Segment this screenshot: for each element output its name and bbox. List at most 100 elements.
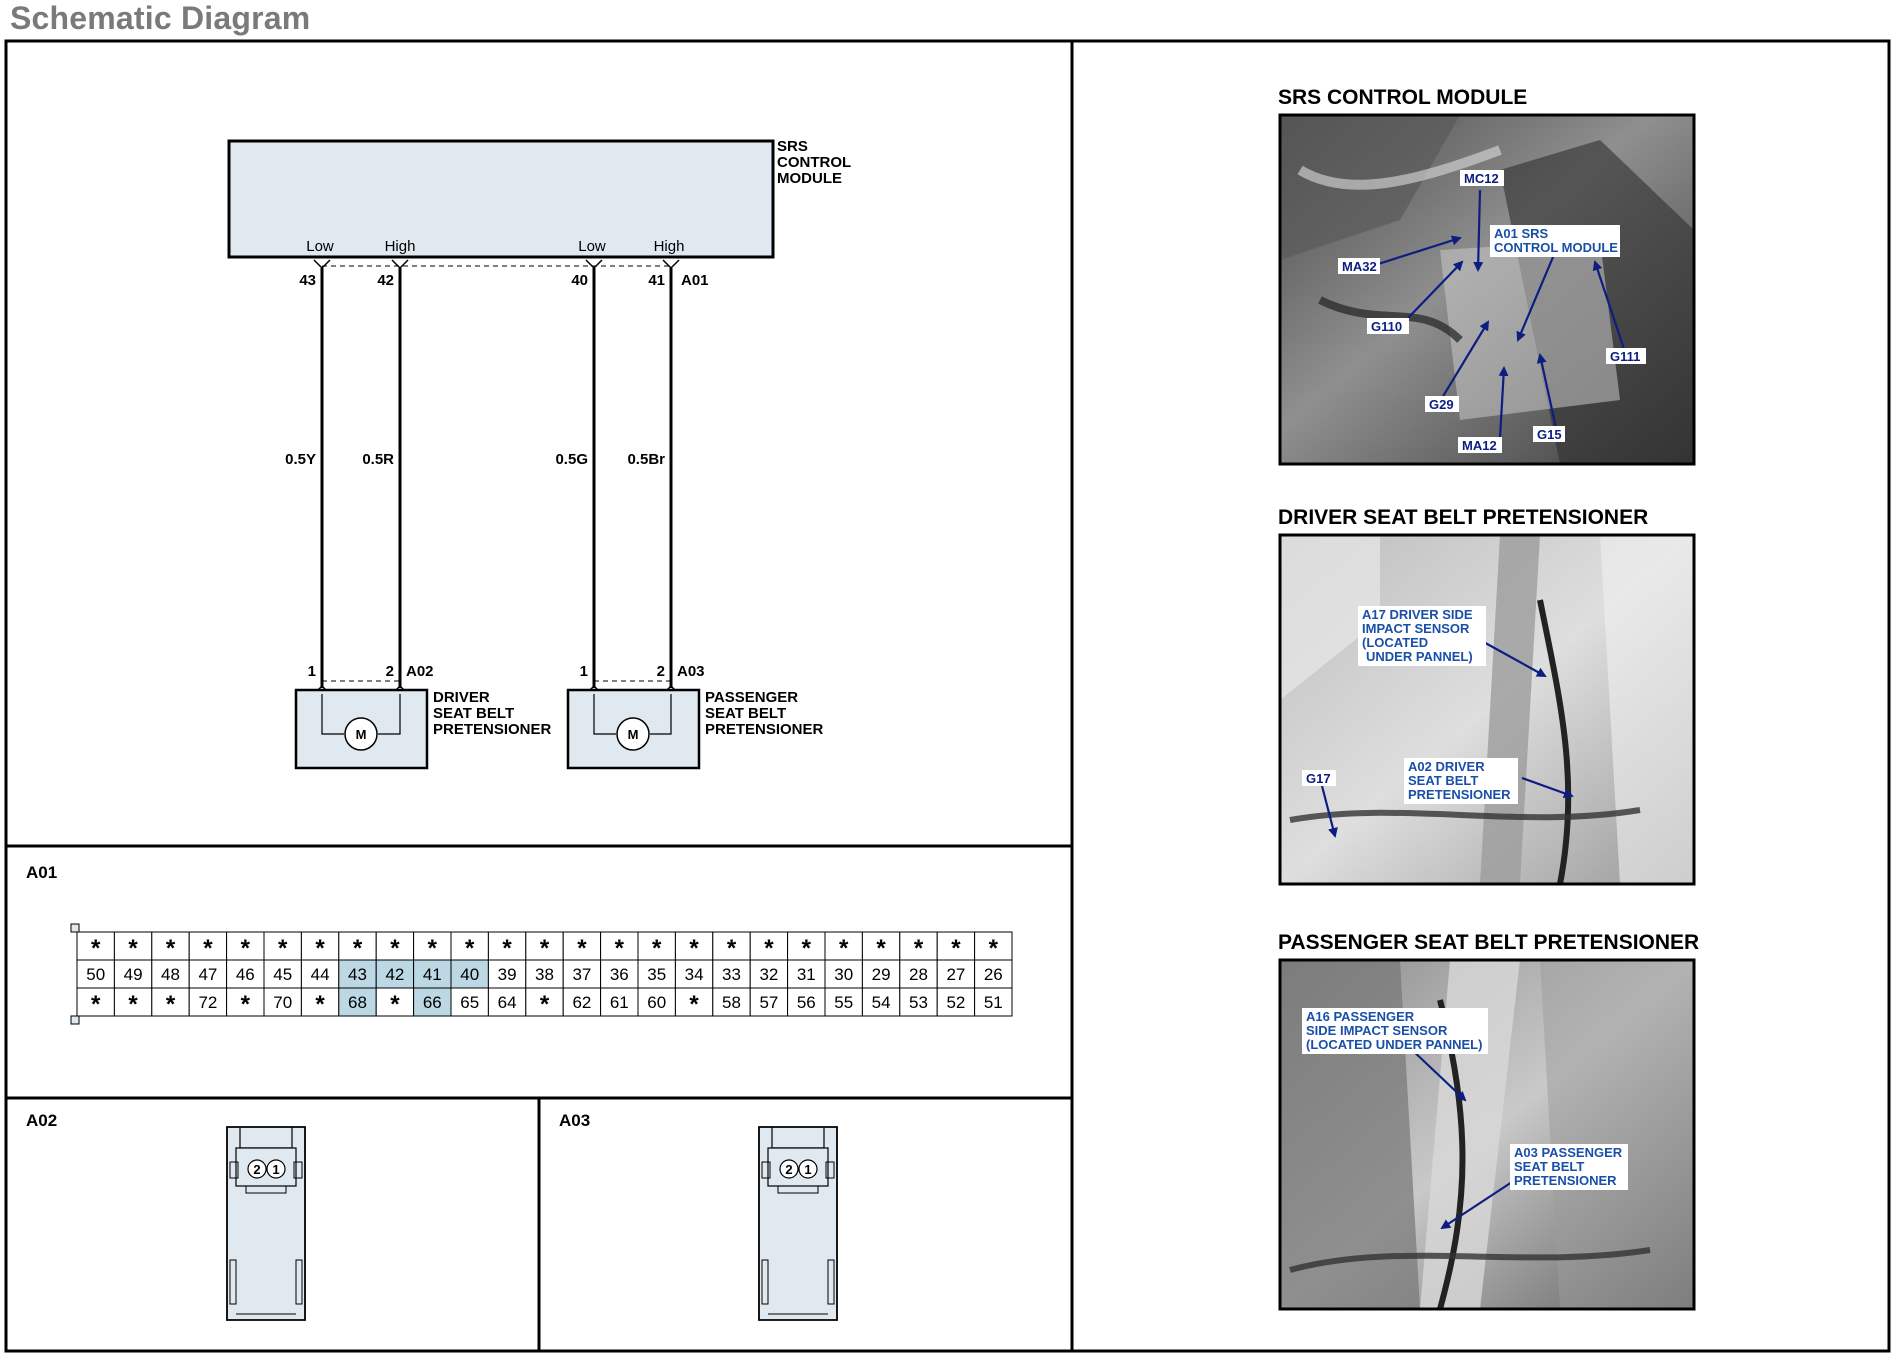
a01-pin-label: 49 (124, 965, 143, 984)
a01-pin-cell (338, 987, 377, 1017)
driver-motor-symbol: M (356, 727, 367, 742)
a01-pin-label: 48 (161, 965, 180, 984)
a01-pin-label: 52 (946, 993, 965, 1012)
a01-pin-label: 33 (722, 965, 741, 984)
passenger-motor-icon (616, 717, 650, 751)
driver-label-line2: SEAT BELT (433, 705, 514, 722)
callout-g15: G15 (1537, 427, 1562, 442)
a01-pin-cell (413, 931, 452, 961)
callout-a17-line4: UNDER PANNEL) (1366, 649, 1473, 664)
a01-pin-label: 62 (572, 993, 591, 1012)
a01-pin-label: 45 (273, 965, 292, 984)
a03-connector-face (758, 1126, 838, 1321)
callout-control-module: CONTROL MODULE (1494, 240, 1618, 255)
a01-pin-label: * (989, 935, 999, 962)
a01-pin-cell (899, 987, 938, 1017)
callout-a17-line2: IMPACT SENSOR (1362, 621, 1470, 636)
a02-connector-face (226, 1126, 306, 1321)
a01-pin-label: 58 (722, 993, 741, 1012)
a03-face-pin-1: 1 (804, 1162, 811, 1177)
callout-g29: G29 (1429, 397, 1454, 412)
a01-pin-label: * (689, 935, 699, 962)
callout-a16-line2: SIDE IMPACT SENSOR (1306, 1023, 1448, 1038)
a01-pin-label: * (353, 935, 363, 962)
a02-pin-2: 2 (386, 663, 394, 680)
a01-pin-cell (525, 931, 564, 961)
a01-pin-label: 72 (198, 993, 217, 1012)
terminal-42-arrow (391, 259, 409, 270)
a01-pin-cell (712, 987, 751, 1017)
pin-number-43: 43 (299, 272, 316, 289)
photo-passenger-callouts (1409, 1047, 1513, 1230)
a01-pin-label: * (802, 935, 812, 962)
a01-pin-label: * (390, 991, 400, 1018)
photo-driver-labels: A17 DRIVER SIDE IMPACT SENSOR (LOCATED U… (1302, 606, 1518, 804)
terminal-41-arrow (662, 259, 680, 270)
a01-pin-label: 36 (610, 965, 629, 984)
a01-pin-cell (824, 987, 863, 1017)
terminal-43-arrow (313, 259, 331, 270)
a01-pin-label: 70 (273, 993, 292, 1012)
driver-label-line3: PRETENSIONER (433, 721, 552, 738)
a01-pin-label: * (615, 935, 625, 962)
a01-pin-label: 28 (909, 965, 928, 984)
a01-pin-label: 61 (610, 993, 629, 1012)
srs-module-box (227, 139, 775, 259)
callout-mc12: MC12 (1464, 171, 1499, 186)
a01-pin-label: 47 (198, 965, 217, 984)
a01-pin-cell (300, 987, 340, 1017)
a01-pin-cell (113, 931, 153, 961)
a01-pin-cell (936, 987, 976, 1017)
pin-number-42: 42 (377, 272, 394, 289)
a01-pin-label: * (241, 991, 251, 1018)
photo-srs-module-labels: MC12 A01 SRS CONTROL MODULE MA32 G110 G1… (1338, 170, 1646, 453)
a01-pin-label: 39 (498, 965, 517, 984)
callout-a01-srs: A01 SRS (1494, 226, 1549, 241)
a01-pin-cell (450, 987, 489, 1017)
a01-pin-label: 38 (535, 965, 554, 984)
a01-pin-label: * (315, 991, 325, 1018)
a01-grid-tab (70, 923, 80, 933)
pin-level-41: High (654, 238, 685, 255)
callout-ma32: MA32 (1342, 259, 1377, 274)
callout-a03-line3: PRETENSIONER (1514, 1173, 1617, 1188)
a01-pin-label: * (914, 935, 924, 962)
callout-a17-line1: A17 DRIVER SIDE (1362, 607, 1473, 622)
a01-pin-cell (899, 959, 938, 989)
wire-label-43: 0.5Y (285, 451, 316, 468)
a01-pin-label: 43 (348, 965, 367, 984)
callout-ma12: MA12 (1462, 438, 1497, 453)
pin-level-40: Low (578, 238, 606, 255)
a01-pin-label: 60 (647, 993, 666, 1012)
a01-pin-cell (375, 987, 415, 1017)
passenger-label-line3: PRETENSIONER (705, 721, 824, 738)
a01-pin-label: 65 (460, 993, 479, 1012)
photo-srs-module-callouts (1374, 189, 1627, 439)
a01-grid-tab (70, 1015, 80, 1025)
a03-pin-1: 1 (580, 663, 588, 680)
a01-pin-cell (413, 987, 452, 1017)
a01-pin-label: 41 (423, 965, 442, 984)
a01-pin-label: 44 (311, 965, 330, 984)
a01-pin-label: * (727, 935, 737, 962)
wire-label-42: 0.5R (362, 451, 394, 468)
pin-level-43: Low (306, 238, 334, 255)
photo-title-passenger-pretensioner: PASSENGER SEAT BELT PRETENSIONER (1278, 931, 1699, 954)
a03-face-pin-2: 2 (785, 1162, 792, 1177)
a01-pin-cell (974, 959, 1013, 989)
a01-pin-label: * (689, 991, 699, 1018)
page-title: Schematic Diagram (10, 0, 311, 36)
a01-pin-label: * (241, 935, 251, 962)
passenger-label-line2: SEAT BELT (705, 705, 786, 722)
a01-pin-label: 30 (834, 965, 853, 984)
wire-label-40: 0.5G (555, 451, 588, 468)
a01-pin-label: * (203, 935, 213, 962)
a01-pin-label: * (465, 935, 475, 962)
a01-pin-cell (487, 987, 527, 1017)
a01-pin-cell (600, 987, 639, 1017)
a01-pin-label: * (951, 935, 961, 962)
a01-pin-label: 53 (909, 993, 928, 1012)
passenger-pretensioner-label: PASSENGER SEAT BELT PRETENSIONER (705, 689, 824, 738)
a01-pin-cell (974, 931, 1013, 961)
